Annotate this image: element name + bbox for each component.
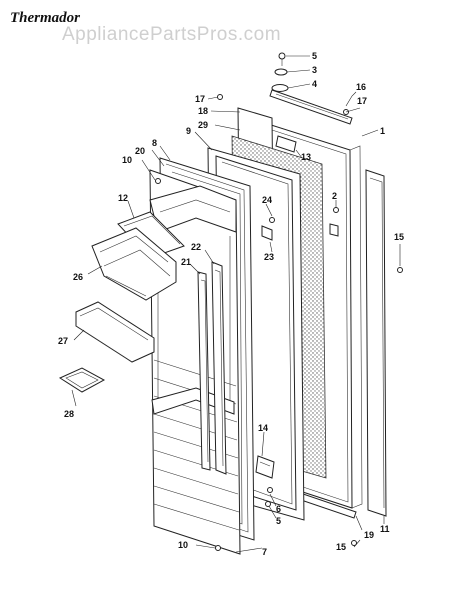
callout-22: 22 bbox=[191, 242, 201, 252]
callout-9: 9 bbox=[186, 126, 191, 136]
callout-6: 6 bbox=[276, 504, 281, 514]
callout-28: 28 bbox=[64, 409, 74, 419]
callout-10-top: 10 bbox=[122, 155, 132, 165]
callout-15-bottom: 15 bbox=[336, 542, 346, 552]
callout-21: 21 bbox=[181, 257, 191, 267]
callout-24: 24 bbox=[262, 195, 272, 205]
callout-19: 19 bbox=[364, 530, 374, 540]
callout-4: 4 bbox=[312, 79, 317, 89]
side-trim-strip bbox=[365, 169, 387, 517]
door-rails bbox=[197, 261, 227, 475]
bottom-hinge bbox=[255, 455, 275, 479]
callout-labels: 5 3 4 16 17 17 18 29 1 9 8 20 10 13 12 2… bbox=[58, 51, 404, 557]
callout-5-bottom: 5 bbox=[276, 516, 281, 526]
bracket-23 bbox=[261, 225, 273, 241]
watermark: AppliancePartsPros.com bbox=[62, 24, 281, 45]
dairy-compartment bbox=[91, 227, 177, 301]
callout-26: 26 bbox=[73, 272, 83, 282]
callout-3: 3 bbox=[312, 65, 317, 75]
callout-29: 29 bbox=[198, 120, 208, 130]
latch-block bbox=[275, 135, 297, 153]
callout-1: 1 bbox=[380, 126, 385, 136]
callout-18: 18 bbox=[198, 106, 208, 116]
callout-20: 20 bbox=[135, 146, 145, 156]
callout-15-right: 15 bbox=[394, 232, 404, 242]
callout-2: 2 bbox=[332, 191, 337, 201]
callout-10-bottom: 10 bbox=[178, 540, 188, 550]
top-trim-bar bbox=[269, 89, 353, 125]
callout-27: 27 bbox=[58, 336, 68, 346]
callout-12: 12 bbox=[118, 193, 128, 203]
callout-7: 7 bbox=[262, 547, 267, 557]
strike-2 bbox=[329, 223, 339, 237]
callout-8: 8 bbox=[152, 138, 157, 148]
callout-23: 23 bbox=[264, 252, 274, 262]
door-shelf-bin bbox=[75, 301, 155, 363]
callout-17-left: 17 bbox=[195, 94, 205, 104]
leader-lines bbox=[71, 55, 401, 553]
callout-11: 11 bbox=[380, 524, 390, 534]
callout-16: 16 bbox=[356, 82, 366, 92]
brand-logo: Thermador bbox=[10, 10, 80, 26]
callout-14: 14 bbox=[258, 423, 268, 433]
screws bbox=[155, 94, 403, 551]
small-tray bbox=[58, 367, 106, 393]
callout-5-top: 5 bbox=[312, 51, 317, 61]
callout-13: 13 bbox=[301, 152, 311, 162]
top-hinge-parts bbox=[271, 52, 289, 92]
callout-17-right: 17 bbox=[357, 96, 367, 106]
